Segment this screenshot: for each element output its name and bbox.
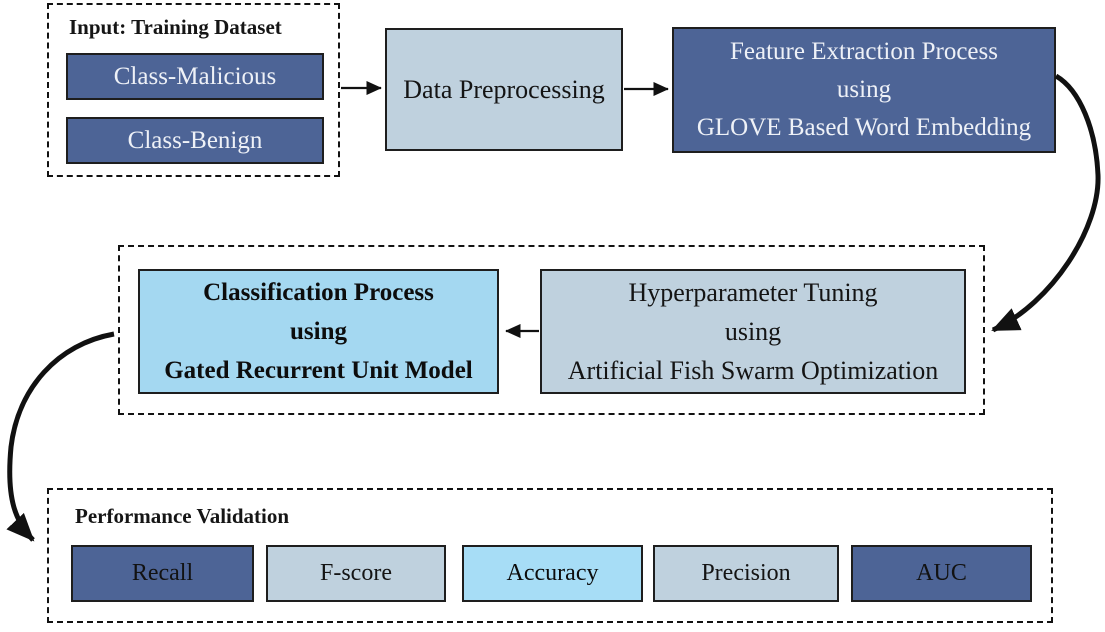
- metric-auc: AUC: [851, 545, 1032, 602]
- node-label-line: using: [290, 318, 347, 345]
- node-label-line: Gated Recurrent Unit Model: [164, 357, 473, 384]
- metric-precision: Precision: [653, 545, 839, 602]
- metric-recall: Recall: [71, 545, 254, 602]
- node-label: Data Preprocessing: [403, 74, 605, 104]
- metric-label: F-score: [320, 560, 392, 586]
- node-label-line: GLOVE Based Word Embedding: [696, 114, 1032, 141]
- node-label: Class-Benign: [127, 126, 263, 154]
- performance-group-title: Performance Validation: [75, 504, 290, 528]
- node-label-line: Classification Process: [203, 279, 434, 306]
- node-label: Class-Malicious: [113, 62, 277, 90]
- node-data-preprocessing: Data Preprocessing: [385, 28, 623, 151]
- metric-f-score: F-score: [266, 545, 446, 602]
- model-stage-group: [118, 245, 985, 415]
- metric-label: Precision: [701, 560, 791, 586]
- node-hyperparameter-tuning: Hyperparameter Tuning using Artificial F…: [540, 269, 966, 394]
- node-class-benign: Class-Benign: [66, 117, 324, 164]
- node-label-line: Feature Extraction Process: [730, 38, 998, 65]
- metric-label: Recall: [131, 560, 194, 586]
- metric-label: AUC: [916, 560, 967, 586]
- input-training-dataset-group: Input: Training Dataset Class-Malicious …: [47, 3, 340, 177]
- metric-accuracy: Accuracy: [462, 545, 643, 602]
- node-label-line: Hyperparameter Tuning: [628, 278, 878, 307]
- node-label-line: using: [836, 76, 892, 103]
- metric-label: Accuracy: [506, 560, 599, 586]
- node-label-line: Artificial Fish Swarm Optimization: [567, 356, 939, 385]
- node-label-line: using: [724, 317, 782, 346]
- input-group-title: Input: Training Dataset: [69, 15, 282, 39]
- node-feature-extraction: Feature Extraction Process using GLOVE B…: [672, 27, 1056, 153]
- node-class-malicious: Class-Malicious: [66, 53, 324, 100]
- node-classification-process: Classification Process using Gated Recur…: [138, 269, 499, 394]
- performance-validation-group: Performance Validation Recall F-score Ac…: [47, 488, 1053, 623]
